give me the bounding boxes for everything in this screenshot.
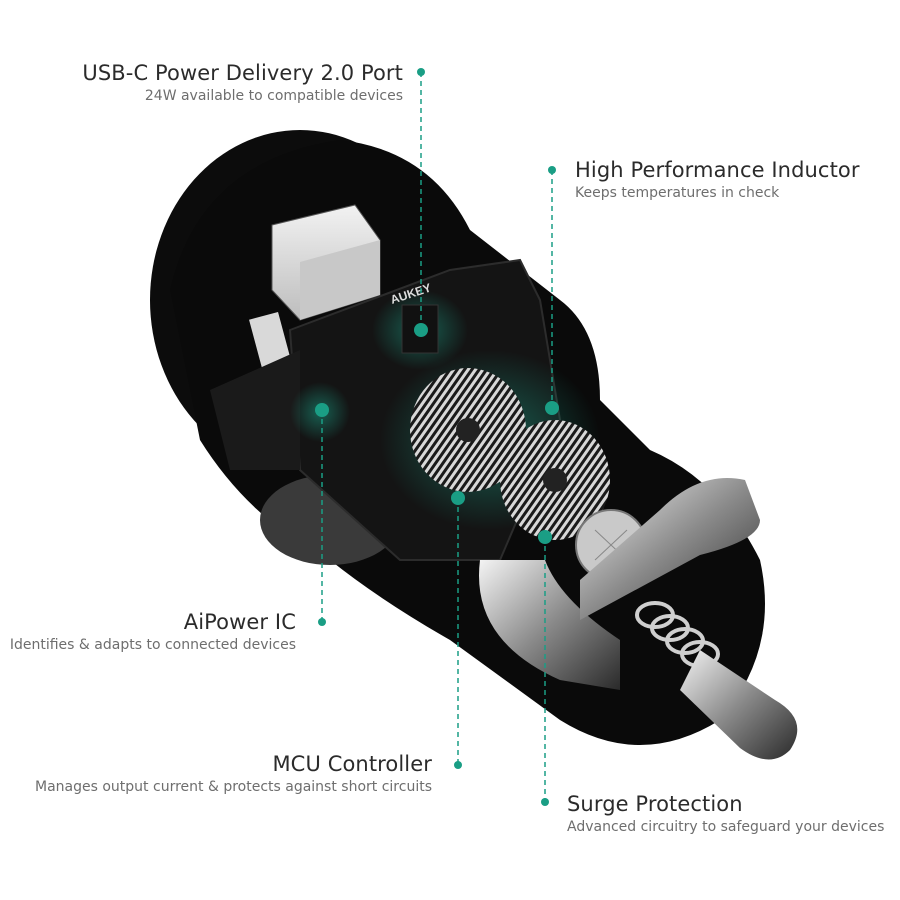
inductor-coils (410, 368, 610, 540)
connector-dot (454, 761, 462, 769)
callout-subtitle: 24W available to compatible devices (144, 88, 403, 104)
callout-subtitle: Manages output current & protects agains… (35, 779, 432, 795)
callout-title: High Performance Inductor (575, 158, 860, 182)
connector-dot (541, 798, 549, 806)
connector-dot (315, 403, 329, 417)
connector-dot (545, 401, 559, 415)
connector-dot (417, 68, 425, 76)
callout-inductor: High Performance Inductor Keeps temperat… (575, 157, 860, 203)
callout-title: Surge Protection (567, 792, 743, 816)
callout-subtitle: Identifies & adapts to connected devices (9, 637, 296, 653)
connector-dot (318, 618, 326, 626)
callout-usb-c-port: USB-C Power Delivery 2.0 Port 24W availa… (82, 60, 403, 106)
usb-c-port-illustration (249, 204, 381, 373)
top-clip (580, 478, 760, 620)
callout-surge-protection: Surge Protection Advanced circuitry to s… (567, 791, 884, 837)
callout-mcu-controller: MCU Controller Manages output current & … (35, 751, 432, 797)
side-clip (479, 560, 620, 690)
connector-dot (548, 166, 556, 174)
connector-dot (414, 323, 428, 337)
callout-title: MCU Controller (272, 752, 432, 776)
connector-dot (538, 530, 552, 544)
callout-title: USB-C Power Delivery 2.0 Port (82, 61, 403, 85)
callout-aipower-ic: AiPower IC Identifies & adapts to connec… (10, 609, 296, 655)
callout-title: AiPower IC (183, 610, 296, 634)
spring-contact (635, 601, 798, 760)
callout-subtitle: Keeps temperatures in check (575, 185, 780, 201)
connector-dot (451, 491, 465, 505)
callout-subtitle: Advanced circuitry to safeguard your dev… (567, 819, 885, 835)
